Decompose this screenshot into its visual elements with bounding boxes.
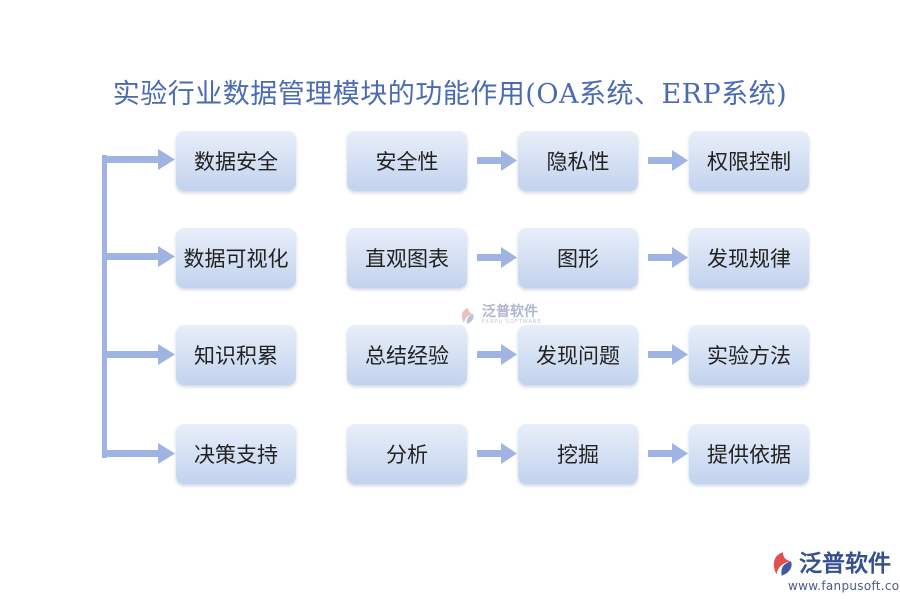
mid-arrow-head-r4a (501, 443, 517, 464)
node-r3-c4: 实验方法 (689, 325, 809, 385)
node-r2-c3: 图形 (518, 228, 638, 288)
left-arrow-shaft-2 (102, 253, 160, 260)
node-r3-c3: 发现问题 (518, 325, 638, 385)
left-arrow-head-1 (158, 149, 175, 170)
left-arrow-shaft-3 (102, 351, 160, 358)
mid-arrow-head-r1a (501, 150, 517, 171)
left-arrow-shaft-4 (102, 450, 160, 457)
spine-line (102, 155, 107, 458)
mid-arrow-shaft-r1b (648, 157, 674, 164)
brand-name: 泛普软件 (799, 551, 891, 577)
watermark-name: 泛普软件 (482, 304, 538, 320)
left-arrow-head-2 (158, 246, 175, 267)
watermark-sub: FANPU SOFTWARE (482, 319, 542, 325)
node-r1-c4: 权限控制 (689, 131, 809, 191)
mid-arrow-head-r4b (672, 443, 688, 464)
mid-arrow-shaft-r1a (477, 157, 503, 164)
mid-arrow-shaft-r3a (477, 351, 503, 358)
node-r4-c3: 挖掘 (518, 424, 638, 484)
node-r1-c2: 安全性 (347, 131, 467, 191)
node-r1-c1: 数据安全 (176, 131, 296, 191)
node-r2-c1: 数据可视化 (176, 228, 296, 288)
watermark-logo-icon (461, 307, 474, 324)
mid-arrow-shaft-r4b (648, 450, 674, 457)
mid-arrow-head-r3b (672, 344, 688, 365)
mid-arrow-shaft-r2a (477, 254, 503, 261)
brand-logo: 泛普软件 (770, 551, 891, 577)
mid-arrow-shaft-r3b (648, 351, 674, 358)
node-r3-c1: 知识积累 (176, 325, 296, 385)
node-r3-c2: 总结经验 (347, 325, 467, 385)
mid-arrow-shaft-r2b (648, 254, 674, 261)
node-r4-c2: 分析 (347, 424, 467, 484)
node-r2-c2: 直观图表 (347, 228, 467, 288)
mid-arrow-head-r2b (672, 247, 688, 268)
diagram-title: 实验行业数据管理模块的功能作用(OA系统、ERP系统) (112, 79, 788, 110)
left-arrow-head-4 (158, 443, 175, 464)
node-r1-c3: 隐私性 (518, 131, 638, 191)
node-r4-c1: 决策支持 (176, 424, 296, 484)
brand-logo-icon (773, 552, 792, 576)
left-arrow-shaft-1 (102, 156, 160, 163)
mid-arrow-shaft-r4a (477, 450, 503, 457)
brand-url: www.fanpusoft.com (788, 579, 900, 593)
node-r2-c4: 发现规律 (689, 228, 809, 288)
node-r4-c4: 提供依据 (689, 424, 809, 484)
left-arrow-head-3 (158, 344, 175, 365)
mid-arrow-head-r3a (501, 344, 517, 365)
mid-arrow-head-r2a (501, 247, 517, 268)
mid-arrow-head-r1b (672, 150, 688, 171)
watermark: 泛普软件 FANPU SOFTWARE (458, 305, 542, 326)
